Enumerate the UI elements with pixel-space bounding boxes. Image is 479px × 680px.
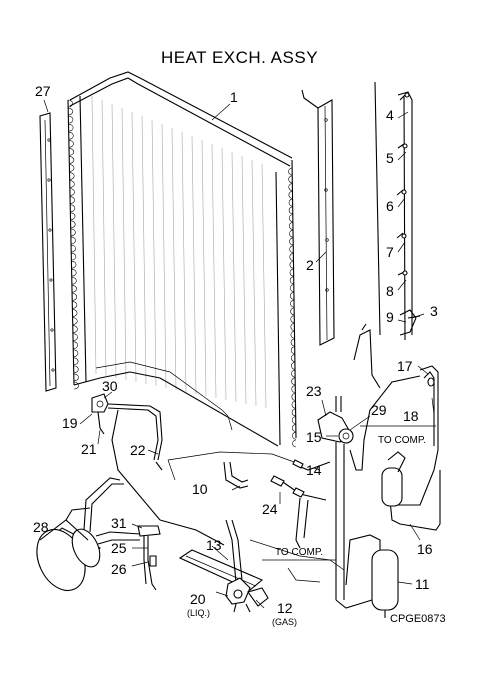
label-15: 15 xyxy=(306,429,322,445)
label-20: 20 xyxy=(190,591,206,607)
valves-31-25-26 xyxy=(95,525,161,591)
label-25: 25 xyxy=(111,540,127,556)
accumulator-11 xyxy=(345,534,399,618)
label-4: 4 xyxy=(386,107,394,123)
label-3: 3 xyxy=(430,303,438,319)
side-plate-27 xyxy=(39,112,57,392)
unit-outline xyxy=(95,361,436,583)
label-24: 24 xyxy=(262,501,278,517)
label-19: 19 xyxy=(62,415,78,431)
label-2: 2 xyxy=(306,257,314,273)
coil-fins xyxy=(67,95,297,448)
note-gas: (GAS) xyxy=(272,617,298,627)
bracket-2 xyxy=(301,89,335,346)
label-27: 27 xyxy=(35,83,51,99)
elbow-10 xyxy=(223,461,249,489)
note-to-comp-upper: TO COMP. xyxy=(378,435,426,446)
label-21: 21 xyxy=(81,441,97,457)
label-14: 14 xyxy=(306,462,322,478)
label-18: 18 xyxy=(403,408,419,424)
leader-lines xyxy=(43,99,435,609)
label-9: 9 xyxy=(386,309,394,325)
tube-17-18 xyxy=(381,365,441,531)
label-28: 28 xyxy=(33,519,49,535)
valve-19-30-21 xyxy=(91,393,163,521)
drawing-code: CPGE0873 xyxy=(390,613,446,625)
label-26: 26 xyxy=(111,561,127,577)
label-5: 5 xyxy=(386,150,394,166)
label-13: 13 xyxy=(206,537,222,553)
label-17: 17 xyxy=(397,358,413,374)
capillary-bundle xyxy=(374,81,421,341)
pipe-22 xyxy=(83,461,225,546)
label-10: 10 xyxy=(192,481,208,497)
label-23: 23 xyxy=(306,383,322,399)
label-12: 12 xyxy=(277,600,293,616)
label-1: 1 xyxy=(230,89,238,105)
receiver-tank-28 xyxy=(36,507,101,592)
label-30: 30 xyxy=(102,378,118,394)
fittings-14-24 xyxy=(270,459,331,549)
note-to-comp-lower: TO COMP. xyxy=(275,547,323,558)
label-7: 7 xyxy=(386,244,394,260)
diagram-title: HEAT EXCH. ASSY xyxy=(160,48,319,67)
label-16: 16 xyxy=(417,541,433,557)
label-11: 11 xyxy=(415,576,430,592)
label-6: 6 xyxy=(386,198,394,214)
label-8: 8 xyxy=(386,283,394,299)
label-29: 29 xyxy=(371,402,387,418)
label-31: 31 xyxy=(111,515,127,531)
valve-assembly xyxy=(317,323,421,609)
label-22: 22 xyxy=(130,442,146,458)
note-liq: (LIQ.) xyxy=(187,608,211,618)
service-valves xyxy=(225,577,269,613)
base-bracket-13 xyxy=(178,519,264,591)
